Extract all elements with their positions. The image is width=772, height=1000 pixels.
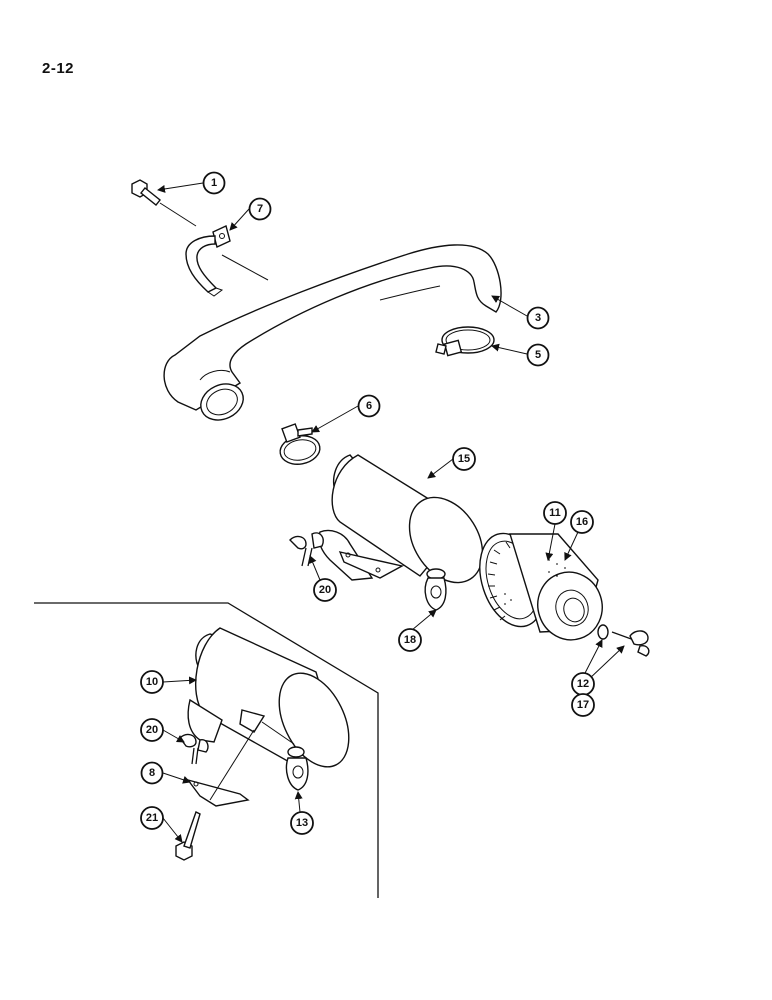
callout-21: 21 bbox=[140, 806, 164, 830]
dust-valve-part-13 bbox=[285, 746, 309, 791]
leader-lines bbox=[157, 182, 625, 843]
callout-6: 6 bbox=[357, 394, 381, 418]
air-cleaner-housing-part-15 bbox=[318, 454, 484, 584]
wing-nut-part-20-upper bbox=[289, 532, 324, 567]
callout-10-label: 10 bbox=[146, 676, 158, 688]
callout-20-lower: 20 bbox=[140, 718, 164, 742]
callout-1-label: 1 bbox=[211, 177, 217, 189]
mounting-bracket-part-8 bbox=[186, 729, 255, 807]
page-number: 2-12 bbox=[42, 60, 75, 77]
hose-clamp-part-5 bbox=[435, 326, 495, 357]
washer-wing-nut-part-12-17 bbox=[597, 624, 650, 657]
callout-3-label: 3 bbox=[535, 312, 541, 324]
callout-3: 3 bbox=[526, 306, 550, 330]
callout-17: 17 bbox=[571, 693, 595, 717]
callout-12: 12 bbox=[571, 672, 595, 696]
dust-valve-part-18 bbox=[424, 568, 447, 611]
callout-11-label: 11 bbox=[549, 507, 561, 519]
callout-8: 8 bbox=[140, 761, 164, 785]
clamp-bracket-part-7 bbox=[185, 225, 231, 297]
callout-1: 1 bbox=[202, 171, 226, 195]
callout-5: 5 bbox=[526, 343, 550, 367]
callout-5-label: 5 bbox=[535, 349, 541, 361]
callout-15-label: 15 bbox=[458, 453, 470, 465]
callout-15: 15 bbox=[452, 447, 476, 471]
air-cleaner-housing-part-10 bbox=[187, 627, 350, 769]
callout-16: 16 bbox=[570, 510, 594, 534]
callout-16-label: 16 bbox=[576, 516, 588, 528]
callout-13: 13 bbox=[290, 811, 314, 835]
bolt-part-1 bbox=[131, 179, 269, 281]
callout-8-label: 8 bbox=[149, 767, 155, 779]
callout-11: 11 bbox=[543, 501, 567, 525]
inset-border bbox=[34, 602, 379, 898]
callout-20-lower-label: 20 bbox=[146, 724, 158, 736]
callout-10: 10 bbox=[140, 670, 164, 694]
callout-17-label: 17 bbox=[577, 699, 589, 711]
callout-20-upper: 20 bbox=[313, 578, 337, 602]
bolt-part-21 bbox=[175, 811, 201, 861]
filter-element-part-11-16 bbox=[479, 532, 603, 641]
wing-nut-part-20-lower bbox=[179, 733, 209, 765]
callout-6-label: 6 bbox=[366, 400, 372, 412]
callout-7-label: 7 bbox=[257, 203, 263, 215]
callout-7: 7 bbox=[248, 197, 272, 221]
callout-12-label: 12 bbox=[577, 678, 589, 690]
callout-13-label: 13 bbox=[296, 817, 308, 829]
callout-18: 18 bbox=[398, 628, 422, 652]
hose-clamp-part-6 bbox=[279, 423, 321, 465]
callout-18-label: 18 bbox=[404, 634, 416, 646]
callout-20-upper-label: 20 bbox=[319, 584, 331, 596]
callout-21-label: 21 bbox=[146, 812, 158, 824]
intake-hose-part-3 bbox=[163, 244, 502, 421]
